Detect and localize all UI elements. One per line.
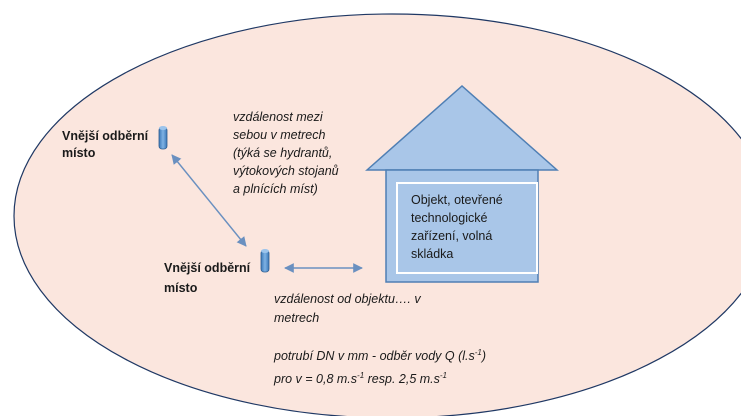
hydrant-top-label: Vnější odběrní místo xyxy=(62,128,148,162)
pipe-label: potrubí DN v mm - odběr vody Q (l.s-1) p… xyxy=(274,343,486,389)
pipe-line2-b: resp. 2,5 m.s xyxy=(364,372,440,387)
object-house-icon xyxy=(365,84,559,283)
object-label: Objekt, otevřené technologické zařízení,… xyxy=(411,193,503,261)
hydrant-top-label-line1: Vnější odběrní xyxy=(62,129,149,143)
hydrant-bottom-label: Vnější odběrní místo xyxy=(164,260,250,297)
zone-ellipse xyxy=(13,13,741,416)
pipe-label-line1: potrubí DN v mm - odběr vody Q (l.s-1) xyxy=(274,343,486,366)
distance-object-label: vzdálenost od objektu…. v metrech xyxy=(274,292,421,325)
hydrant-top-label-line2: místo xyxy=(62,146,96,160)
distance-between-label: vzdálenost mezi sebou v metrech (týká se… xyxy=(233,110,339,196)
pipe-line1-suffix: ) xyxy=(481,349,487,364)
hydrant-top-icon xyxy=(158,126,168,150)
hydrant-bottom-label-line1: Vnější odběrní xyxy=(164,261,251,275)
pipe-line2-sup1: -1 xyxy=(357,371,365,381)
pipe-line1-prefix: potrubí DN v mm - odběr vody Q (l.s xyxy=(274,349,475,364)
hydrant-bottom-icon xyxy=(260,249,270,273)
hydrant-bottom-label-line2: místo xyxy=(164,281,198,295)
arrow-between-hydrants xyxy=(171,154,247,247)
pipe-line2-a: pro v = 0,8 m.s xyxy=(274,372,358,387)
pipe-label-line2: pro v = 0,8 m.s-1 resp. 2,5 m.s-1 xyxy=(274,366,486,389)
pipe-line1-sup: -1 xyxy=(474,348,482,357)
pipe-line2-sup2: -1 xyxy=(439,371,448,381)
